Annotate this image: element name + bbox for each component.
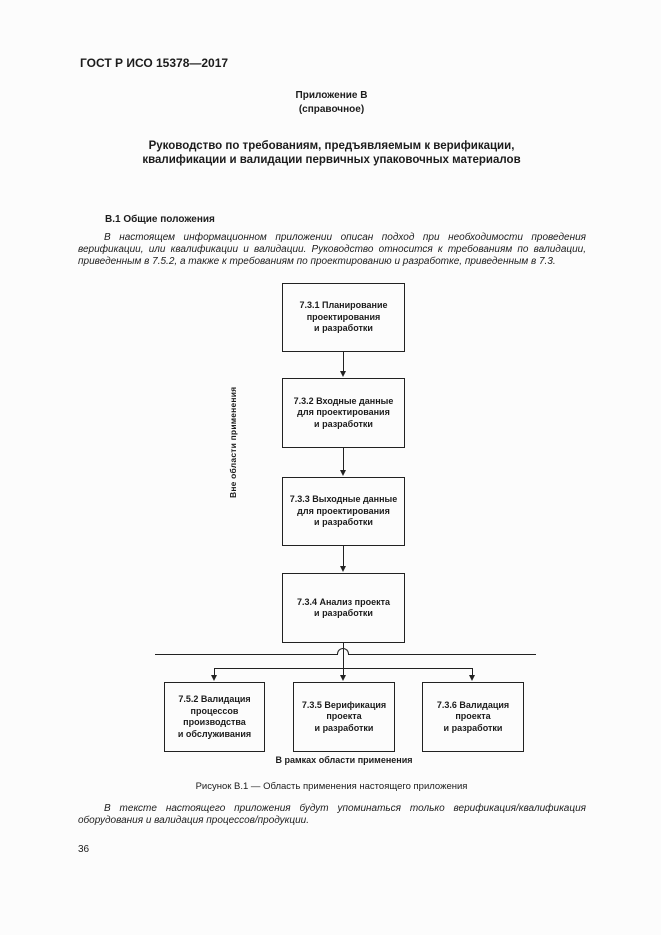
flow-box-7-3-5: 7.3.5 Верификация проекта и разработки [293,682,395,752]
intro-paragraph: В настоящем информационном приложении оп… [78,232,586,268]
flow-connector-line [343,447,344,471]
section-heading: В.1 Общие положения [105,214,215,225]
arrowhead-down-icon [340,470,346,476]
flow-connector-line [343,642,344,676]
flow-box-7-3-6: 7.3.6 Валидация проекта и разработки [422,682,524,752]
appendix-label: Приложение В [295,90,368,101]
out-of-scope-label: Вне области применения [228,386,238,498]
appendix-title: Руководство по требованиям, предъявляемы… [142,140,521,166]
flow-box-7-5-2: 7.5.2 Валидация процессов производства и… [164,682,265,752]
flow-connector-line [214,668,215,676]
arrowhead-down-icon [211,675,217,681]
arrowhead-down-icon [340,371,346,377]
flow-box-7-3-1: 7.3.1 Планирование проектирования и разр… [282,283,405,352]
flow-box-7-3-3: 7.3.3 Выходные данные для проектирования… [282,477,405,546]
arrowhead-down-icon [469,675,475,681]
scope-boundary-line [349,654,536,655]
figure-caption: Рисунок В.1 — Область применения настоящ… [195,781,468,792]
flow-box-7-3-2: 7.3.2 Входные данные для проектирования … [282,378,405,448]
in-scope-label: В рамках области применения [275,755,413,765]
arrowhead-down-icon [340,566,346,572]
flow-connector-line [343,351,344,372]
flow-box-7-3-4: 7.3.4 Анализ проекта и разработки [282,573,405,643]
arrowhead-down-icon [340,675,346,681]
standard-code: ГОСТ Р ИСО 15378—2017 [80,56,229,70]
flow-branch-line [214,668,473,669]
flow-connector-line [343,546,344,567]
line-hop-arc [337,648,349,655]
flow-connector-line [472,668,473,676]
scope-boundary-line [155,654,337,655]
appendix-type: (справочное) [298,104,365,115]
closing-paragraph: В тексте настоящего приложения будут упо… [78,803,586,827]
page-number: 36 [78,844,90,855]
